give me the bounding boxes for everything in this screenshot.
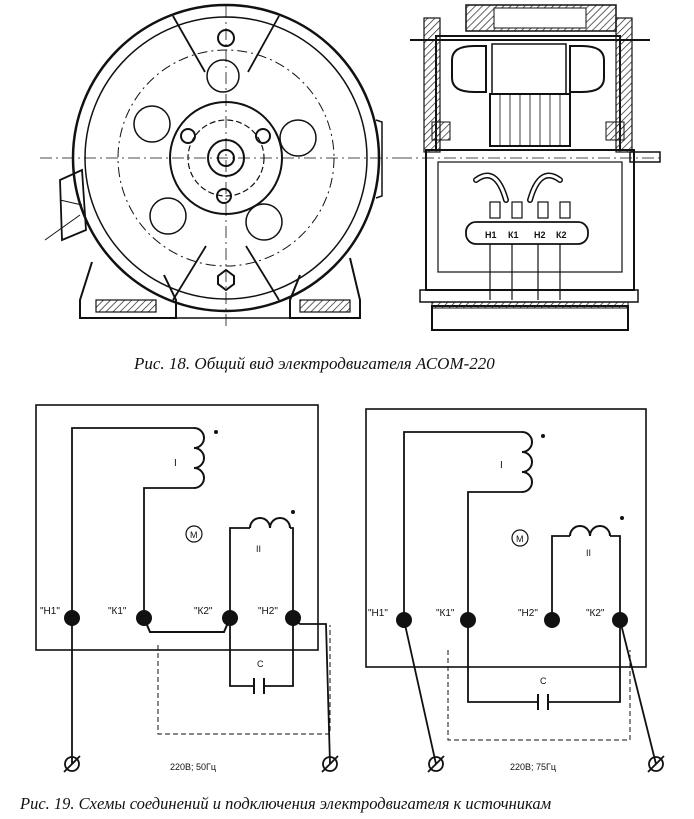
winding-2-label: II [586,548,591,558]
section-terminal-labels: Н1 К1 Н2 К2 [485,230,567,240]
terminal-dot [222,610,238,626]
polarity-dot [541,434,545,438]
terminal-dot [612,612,628,628]
winding-1-label: I [500,460,503,471]
terminal-label-k1: "К1" [108,606,127,617]
section-terminal-label: К1 [508,230,519,240]
capacitor-label: С [257,659,264,669]
capacitor-label: С [540,676,547,686]
terminal-dot [544,612,560,628]
motor-label: М [516,534,524,544]
terminal-label-k2: "К2" [586,608,605,619]
winding-2-label: II [256,544,261,554]
section-terminal-label: К2 [556,230,567,240]
terminal-label-h2: "Н2" [518,608,538,619]
schematic-left-terminals [64,430,301,626]
polarity-dot [214,430,218,434]
terminal-dot [285,610,301,626]
schematic-right [365,408,657,765]
supply-label: 220В; 75Гц [510,762,556,772]
section-terminal-label: Н2 [534,230,546,240]
terminal-label-k2: "К2" [194,606,213,617]
terminal-label-h1: "Н1" [368,608,388,619]
terminal-label-k1: "К1" [436,608,455,619]
figure-19-caption: Рис. 19. Схемы соединений и подключения … [20,794,552,813]
terminal-label-h2: "Н2" [258,606,278,617]
motor-front-view [40,3,400,330]
polarity-dot [620,516,624,520]
terminal-dot [136,610,152,626]
polarity-dot [291,510,295,514]
terminal-dot [460,612,476,628]
schematic-left-labels: "Н1" "К1" "К2" "Н2" I II М С 220В; 50Гц [40,458,278,772]
terminal-label-h1: "Н1" [40,606,60,617]
terminal-dot [64,610,80,626]
schematic-right-terminals [396,434,628,628]
motor-section-view [400,4,661,331]
schematic-right-labels: "Н1" "К1" "Н2" "К2" I II М С 220В; 75Гц [368,460,605,772]
figure-18-caption: Рис. 18. Общий вид электродвигателя АСОМ… [134,354,495,373]
schematic-left [35,404,331,765]
winding-1-label: I [174,458,177,469]
terminal-dot [396,612,412,628]
schematic-left-supply-terminals [63,755,339,773]
schematic-right-supply-terminals [427,755,665,773]
motor-label: М [190,530,198,540]
section-terminal-label: Н1 [485,230,497,240]
supply-label: 220В; 50Гц [170,762,216,772]
